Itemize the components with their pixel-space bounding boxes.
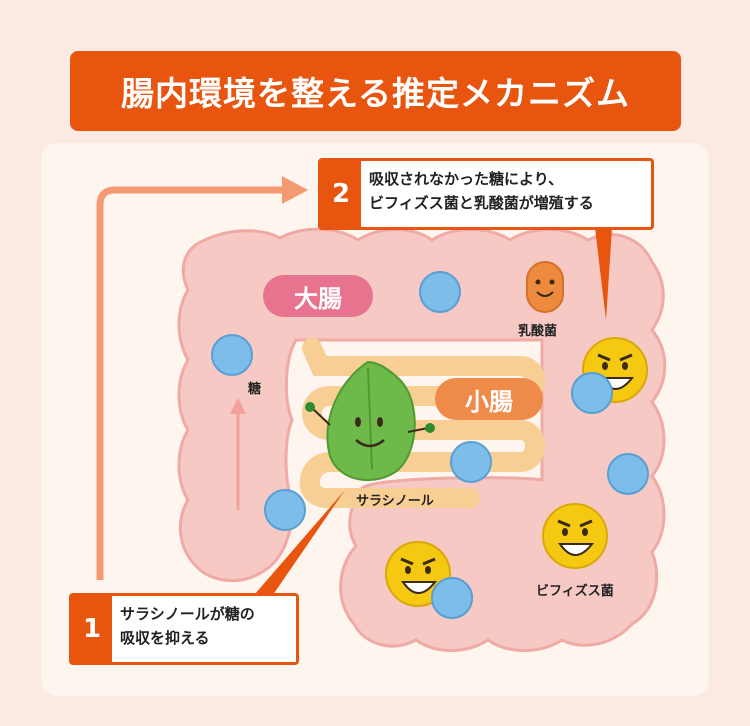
large-intestine-label: 大腸 bbox=[263, 275, 373, 317]
callout-1-pointer bbox=[248, 490, 345, 602]
lactic-acid-bacteria-label: 乳酸菌 bbox=[518, 324, 558, 339]
step-1-callout: 1 サラシノールが糖の 吸収を抑える bbox=[69, 593, 299, 665]
arrow-head-icon bbox=[282, 176, 308, 204]
small-intestine-label: 小腸 bbox=[435, 378, 543, 420]
step-number: 1 bbox=[72, 596, 112, 662]
up-arrow-icon bbox=[230, 398, 246, 414]
step-text-line1: 吸収されなかった糖により、 bbox=[369, 170, 564, 188]
step-2-callout: 2 吸収されなかった糖により、 ビフィズス菌と乳酸菌が増殖する bbox=[318, 158, 654, 230]
flow-arrow bbox=[96, 186, 285, 580]
page-title: 腸内環境を整える推定メカニズム bbox=[70, 51, 681, 131]
lactic-acid-bacterium-icon bbox=[526, 261, 564, 313]
step-number: 2 bbox=[321, 161, 361, 227]
salacinol-leaf-icon bbox=[305, 360, 435, 482]
salacinol-label: サラシノール bbox=[356, 494, 434, 509]
sugar-label: 糖 bbox=[248, 382, 262, 397]
step-text-line2: 吸収を抑える bbox=[120, 629, 210, 647]
step-text-line1: サラシノールが糖の bbox=[120, 605, 255, 623]
bifidobacteria-face-icon bbox=[542, 503, 608, 569]
step-text-line2: ビフィズス菌と乳酸菌が増殖する bbox=[369, 194, 594, 212]
bifidobacteria-label: ビフィズス菌 bbox=[536, 584, 614, 599]
callout-2-pointer bbox=[595, 228, 612, 320]
